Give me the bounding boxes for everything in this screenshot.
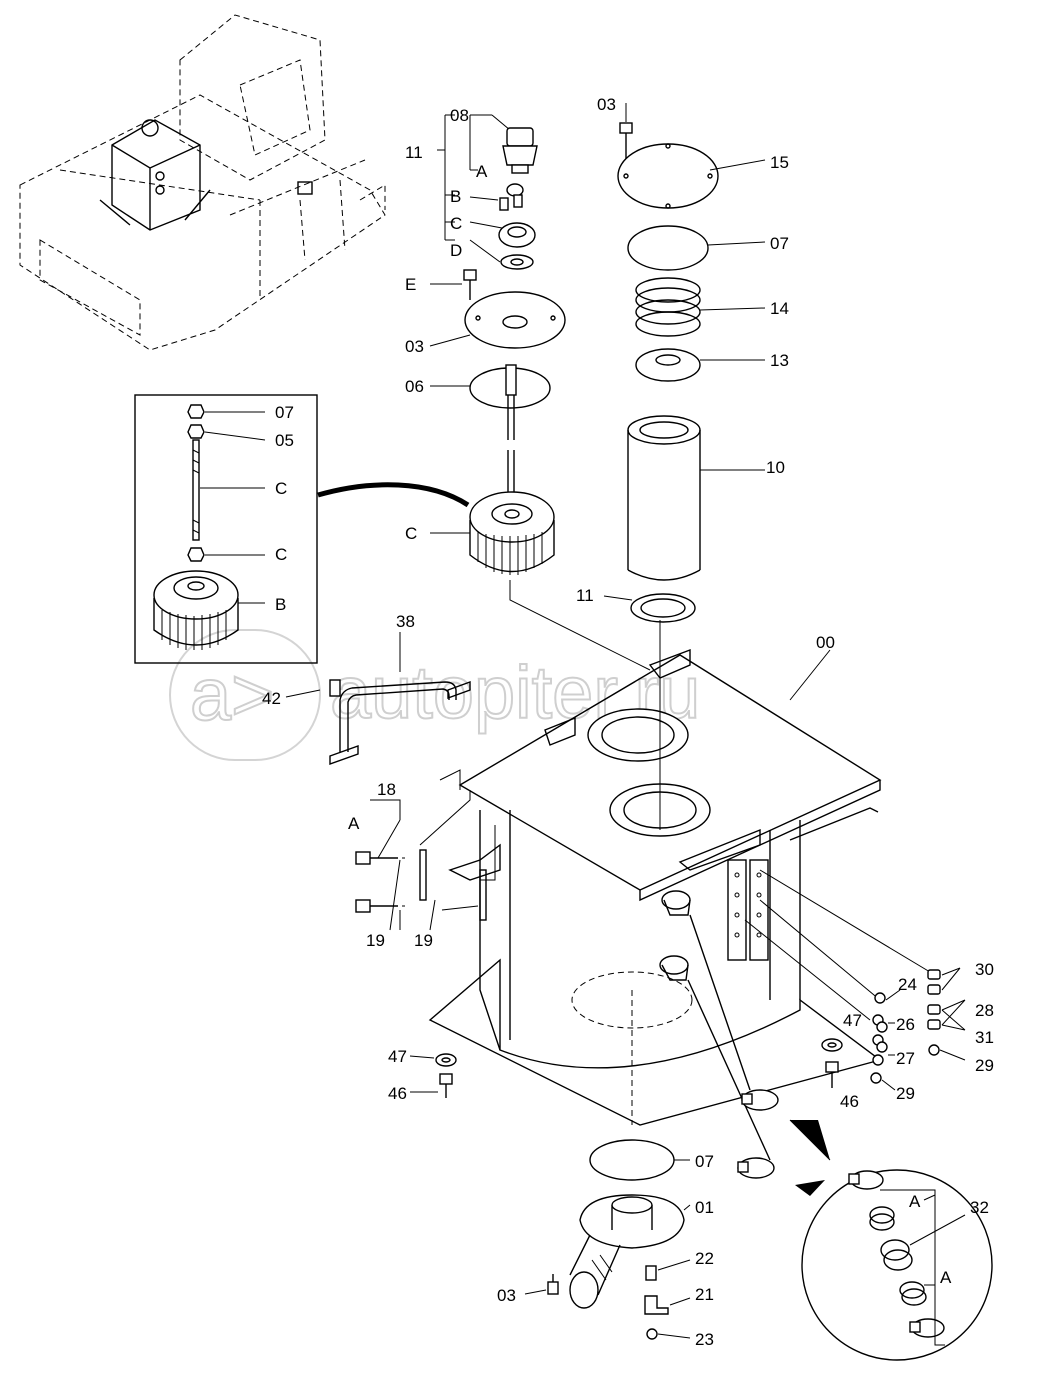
label-03-mid: E: [405, 275, 416, 294]
label-19-a: 19: [366, 931, 385, 950]
hydraulic-tank-00: 00: [419, 620, 936, 1196]
inset-label-c3: C: [275, 545, 287, 564]
label-28: 28: [975, 1001, 994, 1020]
excavator-locator-view: [19, 14, 386, 351]
watermark-a-glyph: a>: [190, 653, 274, 736]
label-06: 03: [405, 337, 424, 356]
label-18-a: A: [348, 814, 360, 833]
label-08-d: C: [450, 214, 462, 233]
label-07-c: 07: [695, 1152, 714, 1171]
label-18: 18: [377, 780, 396, 799]
label-03-bot: 03: [497, 1286, 516, 1305]
bracket-bolts-18-19: 18 A 19 19: [348, 780, 487, 950]
label-15: 15: [770, 153, 789, 172]
label-08-c: B: [450, 187, 461, 206]
label-42: 42: [262, 689, 281, 708]
label-01: 01: [695, 1198, 714, 1217]
label-31: 31: [975, 1028, 994, 1047]
label-08-e: D: [450, 241, 462, 260]
breather-valve-assembly-08: 11 08 A B C D: [405, 106, 538, 270]
label-24: 24: [898, 975, 917, 994]
label-32: 32: [970, 1198, 989, 1217]
label-detail-a2: A: [940, 1268, 952, 1287]
label-detail-a1: A: [909, 1192, 921, 1211]
label-47-b: 47: [843, 1011, 862, 1030]
hose-joint-detail: A 32 A: [801, 1169, 993, 1361]
label-07-a: 07: [770, 234, 789, 253]
label-10: 10: [766, 458, 785, 477]
label-22: 22: [695, 1249, 714, 1268]
label-08-b: A: [476, 162, 488, 181]
inset-label-c2: 05: [275, 431, 294, 450]
label-47-a: 47: [388, 1047, 407, 1066]
hose-clamps: [737, 1089, 779, 1179]
inset-label-b: C: [275, 479, 287, 498]
label-26: 26: [896, 1015, 915, 1034]
label-08-a: 08: [450, 106, 469, 125]
label-05: C: [405, 524, 417, 543]
return-filter-stack-left: E 03 06 C: [405, 269, 651, 671]
label-11-text: 11: [576, 586, 594, 605]
label-07-b: 06: [405, 377, 424, 396]
label-30: 30: [975, 960, 994, 979]
label-29-a: 29: [975, 1056, 994, 1075]
label-38: 38: [396, 612, 415, 631]
suction-filter-stack-right: 03 15 07 14 13 10 11 11: [576, 95, 789, 623]
label-27: 27: [896, 1049, 915, 1068]
label-46-a: 46: [388, 1084, 407, 1103]
label-03-top: 03: [597, 95, 616, 114]
suction-port-assembly: 07 01 22 03 21 23: [497, 1139, 714, 1349]
filter-element-inset: 07 05 C C B: [134, 394, 470, 664]
label-19-b: 19: [414, 931, 433, 950]
label-23: 23: [695, 1330, 714, 1349]
handle-38: 38 42: [262, 612, 471, 765]
inset-label-a: B: [275, 595, 286, 614]
label-14: 14: [770, 299, 789, 318]
label-00: 00: [816, 633, 835, 652]
label-46-b: 46: [840, 1092, 859, 1111]
inset-label-c1: 07: [275, 403, 294, 422]
label-13: 13: [770, 351, 789, 370]
label-21: 21: [695, 1285, 714, 1304]
label-29-b: 29: [896, 1084, 915, 1103]
label-08: 11: [405, 143, 423, 162]
mount-bolts-46-47: 47 46 47 46: [388, 1011, 862, 1111]
fittings-24-31: 30 24 28 26 31 27 29 29: [870, 960, 994, 1103]
